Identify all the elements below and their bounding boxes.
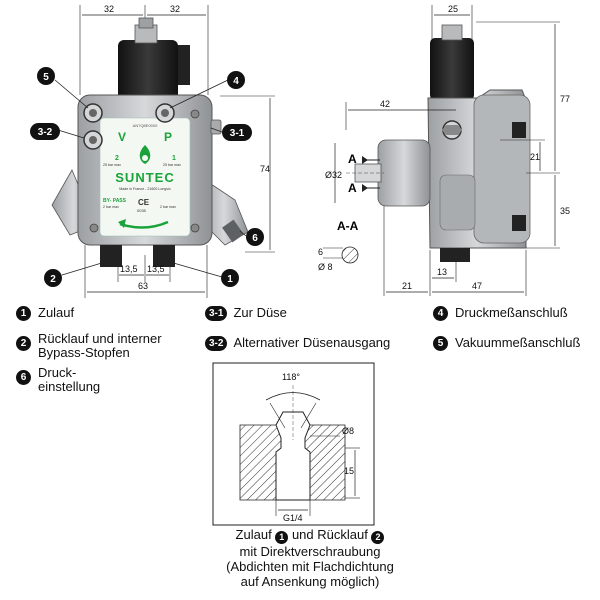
dim-side-dia-32: Ø32 <box>325 170 342 180</box>
label-plate <box>99 117 191 237</box>
legend-item-3-2: 3-2 Alternativer Düsenausgang <box>205 336 390 351</box>
label-port-v: V <box>118 130 126 144</box>
dim-side-13: 13 <box>437 267 447 277</box>
svg-text:A: A <box>348 152 357 166</box>
dim-side-21: 21 <box>530 152 540 162</box>
ce-mark: CE <box>138 198 150 207</box>
legend-item-4: 4 Druckmeßanschluß <box>433 306 568 321</box>
legend-text-2: Rücklauf und interner Bypass-Stopfen <box>38 332 162 360</box>
legend-text-6-line2: einstellung <box>38 379 101 394</box>
legend-item-1: 1 Zulauf <box>16 306 74 321</box>
legend-text-6: Druck- einstellung <box>38 366 100 394</box>
side-coil <box>430 38 474 100</box>
legend-text-2-line1: Rücklauf und interner <box>38 331 162 346</box>
detail-depth: 15 <box>344 466 354 476</box>
legend-text-4: Druckmeßanschluß <box>455 305 568 320</box>
svg-text:3-1: 3-1 <box>230 128 245 139</box>
detail-angle: 118° <box>282 372 300 382</box>
legend-badge-3-1: 3-1 <box>205 306 228 321</box>
dim-bottom-13-5-left: 13,5 <box>120 264 138 274</box>
section-marker-bottom: A <box>348 181 380 195</box>
legend-text-6-line1: Druck- <box>38 365 77 380</box>
section-title: A-A <box>337 219 359 233</box>
detail-caption: Zulauf 1 und Rücklauf 2 mit Direktversch… <box>195 527 425 589</box>
svg-text:3-2: 3-2 <box>38 127 53 138</box>
front-view: 32 32 AN7Q8E0000 V P 2 25 bar max 1 25 b… <box>30 4 275 298</box>
port-detail: 118° Ø8 15 G1/4 <box>212 362 375 526</box>
caption-line-4: auf Ansenkung möglich) <box>240 574 380 589</box>
callout-4: 4 <box>227 71 245 89</box>
legend-badge-2: 2 <box>16 336 31 351</box>
dim-side-42: 42 <box>380 99 390 109</box>
label-port-1: 1 <box>172 155 176 162</box>
svg-text:6: 6 <box>252 233 258 244</box>
legend-badge-5: 5 <box>433 336 448 351</box>
legend-text-2-line2: Bypass-Stopfen <box>38 345 130 360</box>
legend-item-2: 2 Rücklauf und interner Bypass-Stopfen <box>16 332 162 360</box>
legend-text-1: Zulauf <box>38 305 75 320</box>
svg-text:A: A <box>348 181 357 195</box>
callout-3-1: 3-1 <box>222 124 252 141</box>
legend-badge-4: 4 <box>433 306 448 321</box>
label-port-p: P <box>164 130 172 144</box>
legend-text-3-2: Alternativer Düsenausgang <box>233 335 391 350</box>
caption-ruecklauf: und Rücklauf <box>291 527 368 542</box>
shaft-section <box>341 246 359 264</box>
dim-shaft-8: Ø 8 <box>318 262 333 272</box>
dim-height-74: 74 <box>260 164 270 174</box>
solenoid-coil <box>118 40 178 100</box>
label-port-1-rating: 25 bar max <box>163 163 181 167</box>
label-brand: SUNTEC <box>115 170 174 185</box>
dim-side-35: 35 <box>560 206 570 216</box>
legend-badge-3-2: 3-2 <box>205 336 228 351</box>
legend-item-5: 5 Vakuummeßanschluß <box>433 336 580 351</box>
label-port-2-rating: 25 bar max <box>103 163 121 167</box>
svg-text:5: 5 <box>43 72 49 83</box>
callout-5: 5 <box>37 67 55 85</box>
dim-side-21-bottom: 21 <box>402 281 412 291</box>
callout-2: 2 <box>44 269 62 287</box>
dim-side-top-25: 25 <box>448 4 458 14</box>
legend-text-5: Vakuummeßanschluß <box>455 335 581 350</box>
dim-side-77: 77 <box>560 94 570 104</box>
legend-badge-1: 1 <box>16 306 31 321</box>
callout-1: 1 <box>221 269 239 287</box>
label-bypass-rating: 2 bar max <box>103 205 119 209</box>
svg-text:4: 4 <box>233 76 239 87</box>
svg-text:1: 1 <box>227 274 233 285</box>
dim-key-6: 6 <box>318 247 323 257</box>
side-view: 25 42 Ø32 A A <box>318 4 570 296</box>
legend-text-3-1: Zur Düse <box>233 305 287 320</box>
detail-thread: G1/4 <box>283 513 303 523</box>
svg-text:2: 2 <box>50 274 56 285</box>
legend-badge-6: 6 <box>16 370 31 385</box>
section-marker-top: A <box>348 152 380 166</box>
caption-badge-2: 2 <box>371 531 385 544</box>
dim-width-63: 63 <box>138 281 148 291</box>
detail-dia: Ø8 <box>342 426 354 436</box>
label-origin: Made in France - 21600 Longvic <box>119 187 171 191</box>
shaft-flange <box>377 139 431 207</box>
caption-line-2: mit Direktverschraubung <box>239 544 381 559</box>
callout-3-2: 3-2 <box>30 123 60 140</box>
dim-top-left: 32 <box>104 4 114 14</box>
legend-item-6: 6 Druck- einstellung <box>16 366 100 394</box>
label-rating-right: 2 bar max <box>160 205 176 209</box>
dim-top-right: 32 <box>170 4 180 14</box>
label-port-2: 2 <box>115 155 119 162</box>
caption-badge-1: 1 <box>275 531 289 544</box>
callout-6: 6 <box>246 228 264 246</box>
label-serial: AN7Q8E0000 <box>133 123 158 128</box>
dim-bottom-13-5-right: 13,5 <box>147 264 165 274</box>
label-ce-number: 0035 <box>137 208 147 213</box>
dim-side-47: 47 <box>472 281 482 291</box>
caption-zulauf: Zulauf <box>235 527 272 542</box>
caption-line-3: (Abdichten mit Flachdichtung <box>226 559 394 574</box>
label-bypass: BY- PASS <box>103 198 127 204</box>
legend-item-3-1: 3-1 Zur Düse <box>205 306 287 321</box>
